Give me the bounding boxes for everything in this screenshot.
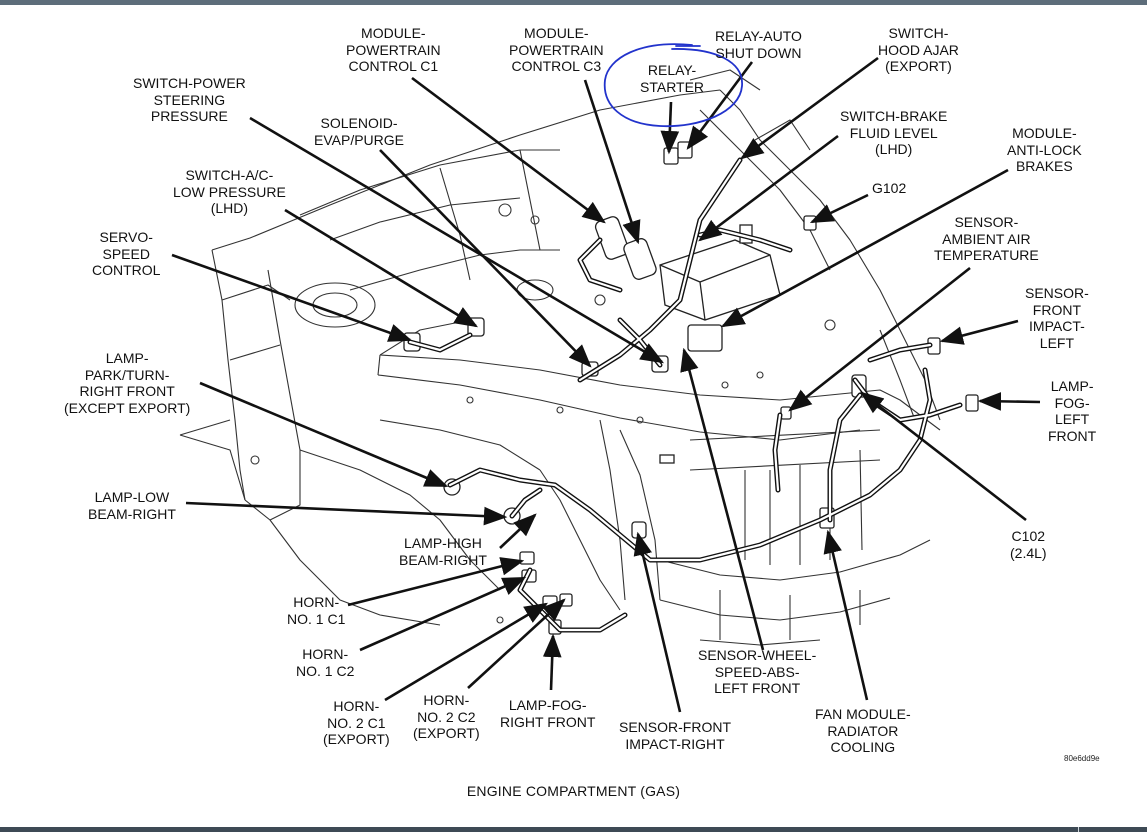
label-module-abs: MODULE- ANTI-LOCK BRAKES (1007, 125, 1082, 174)
arrow-front-impact-right (633, 531, 682, 713)
label-relay-starter: RELAY- STARTER (640, 62, 705, 95)
arrow-pcm-c1 (411, 76, 606, 224)
arrow-hood-ajar (740, 56, 879, 160)
label-horn-1-c2: HORN- NO. 1 C2 (296, 646, 355, 679)
label-horn-1-c1: HORN- NO. 1 C1 (287, 594, 346, 627)
label-sensor-front-impact-left: SENSOR- FRONT IMPACT- LEFT (1025, 285, 1089, 351)
wiring-harness-core (408, 158, 962, 632)
relay-starter (663, 147, 679, 165)
arrow-fan-module (823, 529, 869, 701)
bottom-frame-bar (0, 827, 1147, 832)
label-lamp-high-beam-right: LAMP-HIGH BEAM-RIGHT (399, 535, 487, 568)
handwritten-annotation (603, 43, 743, 128)
arrow-fog-left (977, 391, 1041, 411)
arrow-high-beam-right (499, 513, 537, 549)
label-horn-2-c2: HORN- NO. 2 C2 (EXPORT) (413, 692, 480, 741)
label-module-pcm-c1: MODULE- POWERTRAIN CONTROL C1 (346, 25, 441, 74)
arrow-fog-right (542, 633, 562, 691)
arrow-horn-2-c2 (467, 598, 566, 689)
arrow-horn-2-c1 (384, 602, 549, 702)
arrow-park-turn-right (199, 381, 449, 488)
figure-code: 80e6dd9e (1064, 754, 1100, 763)
leader-arrows (171, 56, 1041, 713)
label-g102: G102 (872, 180, 907, 196)
label-solenoid-evap: SOLENOID- EVAP/PURGE (314, 115, 404, 148)
arrow-brake-fluid (698, 134, 839, 242)
relay-starter-circle (603, 43, 743, 128)
label-sensor-wheel-speed: SENSOR-WHEEL- SPEED-ABS- LEFT FRONT (698, 647, 817, 696)
top-frame-bar (0, 0, 1147, 5)
arrow-horn-1-c1 (347, 557, 525, 607)
label-servo-speed: SERVO- SPEED CONTROL (92, 229, 161, 278)
label-lamp-fog-right: LAMP-FOG- RIGHT FRONT (500, 697, 596, 730)
arrow-ac-low-pressure (284, 208, 479, 328)
arrow-horn-1-c2 (359, 576, 527, 652)
label-switch-ac-low: SWITCH-A/C- LOW PRESSURE (LHD) (173, 167, 286, 216)
arrow-low-beam-right (185, 501, 508, 526)
arrow-ambient-air (788, 266, 971, 412)
arrow-pcm-c3 (583, 79, 641, 245)
label-switch-power-steering: SWITCH-POWER STEERING PRESSURE (133, 75, 246, 124)
figure-caption: ENGINE COMPARTMENT (GAS) (466, 783, 681, 799)
pdc-box (659, 239, 781, 321)
arrow-sensor-wheel-speed (680, 347, 765, 651)
arrow-evap-purge (379, 149, 592, 368)
label-lamp-fog-left: LAMP- FOG- LEFT FRONT (1048, 378, 1097, 444)
label-sensor-front-impact-right: SENSOR-FRONT IMPACT-RIGHT (619, 719, 731, 752)
arrow-servo-speed (171, 253, 413, 342)
arrow-power-steering (249, 116, 665, 364)
arrow-c102 (860, 391, 1027, 522)
arrow-abs-module (720, 168, 1009, 328)
label-module-pcm-c3: MODULE- POWERTRAIN CONTROL C3 (509, 25, 604, 74)
label-lamp-park-turn-right: LAMP- PARK/TURN- RIGHT FRONT (EXCEPT EXP… (64, 350, 191, 416)
pcm-connector-c3 (623, 238, 657, 280)
label-sensor-ambient: SENSOR- AMBIENT AIR TEMPERATURE (934, 214, 1039, 263)
label-lamp-low-beam-right: LAMP-LOW BEAM-RIGHT (88, 489, 176, 522)
vehicle-body-outline (179, 69, 941, 646)
label-relay-asd: RELAY-AUTO SHUT DOWN (715, 28, 802, 61)
abs-module (687, 324, 723, 352)
label-switch-hood-ajar: SWITCH- HOOD AJAR (EXPORT) (878, 25, 959, 74)
arrow-front-impact-left (939, 319, 1019, 345)
arrow-g102 (809, 193, 869, 224)
label-c102: C102 (2.4L) (1010, 528, 1047, 561)
label-switch-brake-fluid: SWITCH-BRAKE FLUID LEVEL (LHD) (840, 108, 948, 157)
label-fan-module: FAN MODULE- RADIATOR COOLING (815, 706, 911, 755)
label-horn-2-c1: HORN- NO. 2 C1 (EXPORT) (323, 698, 390, 747)
